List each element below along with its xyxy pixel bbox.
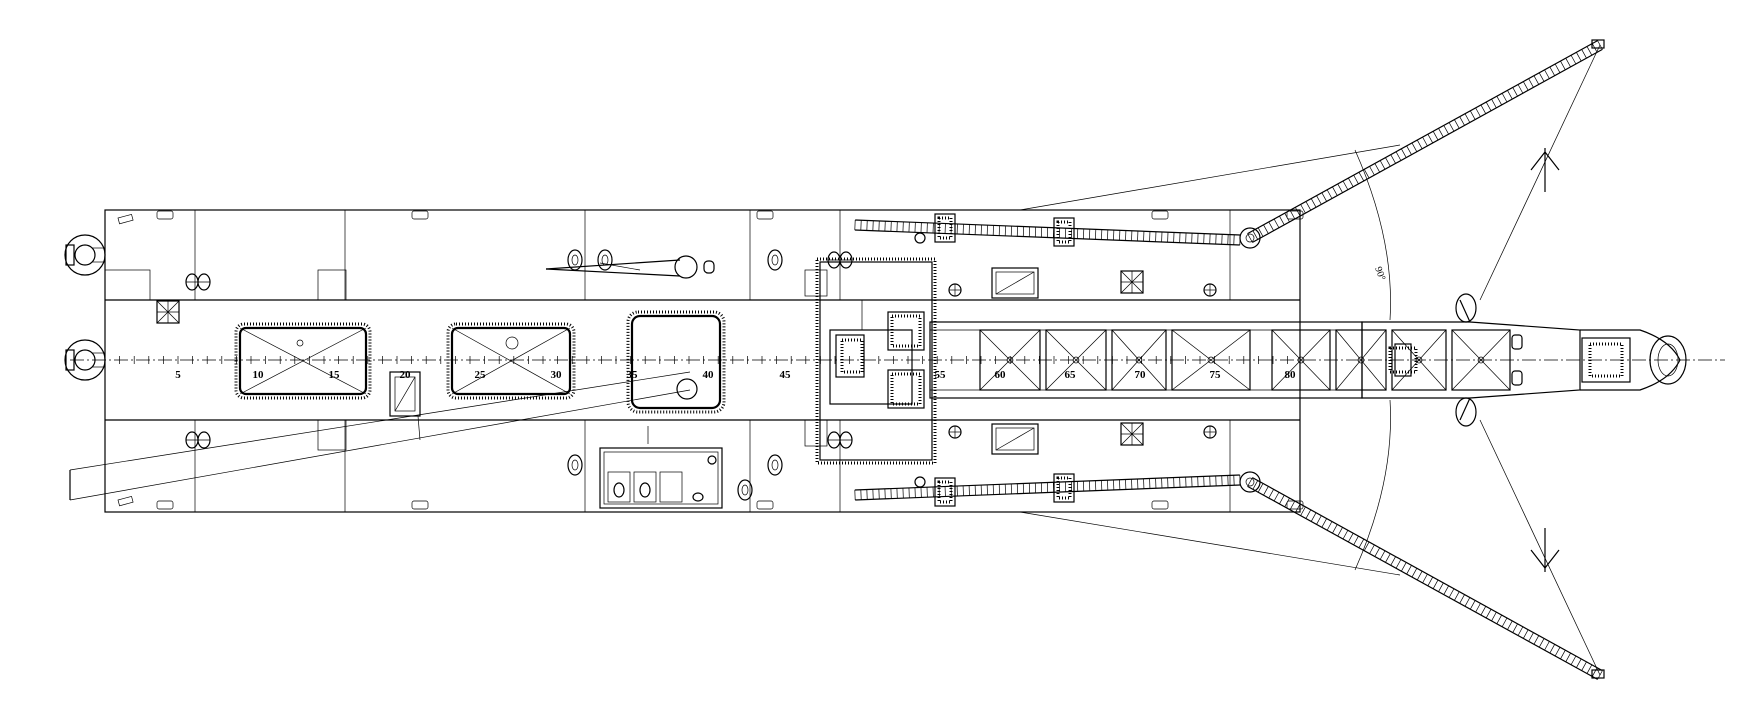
ladder-head: [1361, 293, 1687, 427]
bollard: [827, 431, 853, 449]
deck-house: [599, 426, 723, 509]
ladder-area: [804, 257, 937, 465]
hatch-cover: [991, 423, 1039, 455]
frame-label: 65: [1065, 369, 1077, 381]
frame-ticks: [104, 356, 1288, 364]
bollard: [185, 431, 211, 449]
truss-panels: [979, 329, 1511, 391]
boom-tip: [1591, 669, 1605, 679]
frame-label: 60: [995, 369, 1007, 381]
fairlead-mark: [756, 500, 774, 510]
winch-drum: [1053, 473, 1075, 503]
frame-label: 25: [475, 369, 487, 381]
chock: [117, 495, 134, 507]
winch-drum: [934, 213, 956, 243]
truss-panel: [1451, 329, 1511, 391]
frame-label: 15: [329, 369, 341, 381]
anchor: [1530, 148, 1560, 192]
side-boom-top: [854, 219, 1241, 246]
frame-label: 10: [253, 369, 265, 381]
truss-panel: [1391, 329, 1447, 391]
deck-drain: [1203, 283, 1217, 297]
manhole: [767, 454, 783, 476]
truss-panel: [979, 329, 1041, 391]
truss-panel: [1271, 329, 1331, 391]
frame-label: 80: [1285, 369, 1297, 381]
winch-drum: [1053, 217, 1075, 247]
truss-panel: [1111, 329, 1167, 391]
frame-label: 75: [1210, 369, 1222, 381]
frame-label: 5: [175, 369, 181, 381]
stern-spud: [69, 371, 691, 501]
fairlead-mark: [1151, 210, 1169, 220]
vent: [156, 300, 180, 324]
fairlead-mark: [756, 210, 774, 220]
anchor: [1530, 528, 1560, 572]
truss-panel: [1045, 329, 1107, 391]
pulley: [914, 232, 926, 244]
outrigger-boom-bottom: [1247, 477, 1603, 680]
frame-label: 55: [935, 369, 947, 381]
frame-label: 30: [551, 369, 563, 381]
truss-panel: [1335, 329, 1387, 391]
stern-fairlead-mid: [64, 339, 106, 381]
fairlead-mark: [1151, 500, 1169, 510]
hatch-1: [234, 322, 372, 400]
manhole: [597, 249, 613, 271]
bollard: [185, 273, 211, 291]
truss-panel: [1171, 329, 1251, 391]
boom-tip: [1591, 39, 1605, 49]
side-booms: [854, 213, 1261, 507]
frame-label: 40: [703, 369, 715, 381]
manhole: [567, 454, 583, 476]
hull-outline: [104, 209, 1301, 513]
hatch-3: [626, 310, 726, 414]
guy-wire: [1479, 44, 1601, 301]
angle-indicator: 90°: [1019, 144, 1401, 576]
outrigger-booms: [1247, 39, 1605, 680]
vent: [1120, 270, 1144, 294]
hatch-2: [446, 322, 576, 400]
winch-drum: [934, 477, 956, 507]
outrigger-boom-top: [1247, 40, 1603, 243]
stern-fairlead-top: [64, 234, 106, 276]
guy-wire: [1479, 419, 1601, 676]
fairlead-mark: [156, 500, 174, 510]
aft-crane-boom: [545, 255, 715, 279]
deck-drain: [1203, 425, 1217, 439]
deck-drain: [948, 425, 962, 439]
side-boom-bottom: [854, 474, 1241, 501]
fairlead-mark: [411, 210, 429, 220]
frame-label: 70: [1135, 369, 1147, 381]
frame-label: 20: [400, 369, 412, 381]
ladder-hatch: [389, 371, 421, 441]
chock: [117, 213, 134, 225]
deck-drain: [948, 283, 962, 297]
vent: [1120, 422, 1144, 446]
hatch-cover: [991, 267, 1039, 299]
pulley: [914, 476, 926, 488]
manhole: [737, 479, 753, 501]
fairlead-mark: [411, 500, 429, 510]
frame-label: 45: [780, 369, 792, 381]
manhole: [767, 249, 783, 271]
fairlead-mark: [156, 210, 174, 220]
angle-label: 90°: [1372, 265, 1387, 282]
